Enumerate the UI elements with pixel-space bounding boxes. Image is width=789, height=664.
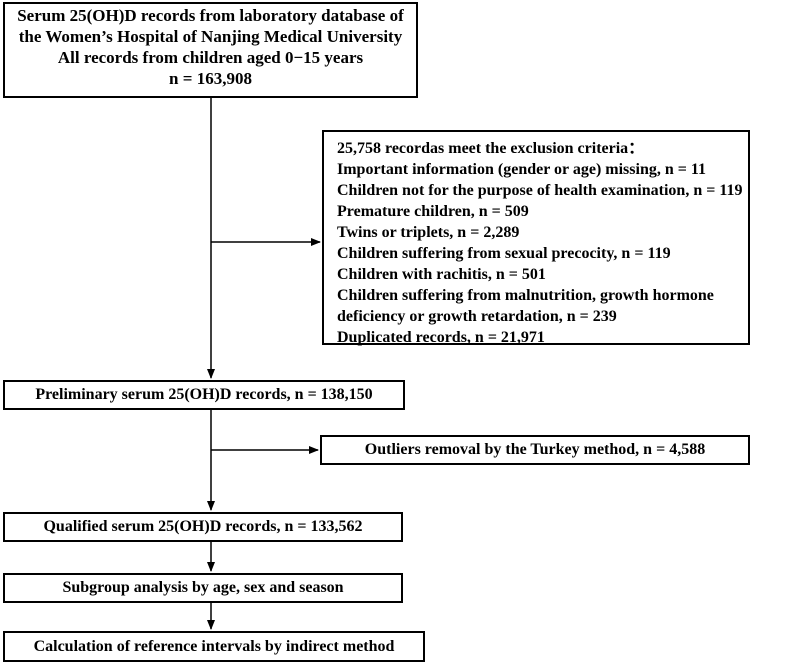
preliminary-records-box: Preliminary serum 25(OH)D records, n = 1… xyxy=(3,380,405,410)
exclusion-item: Children suffering from sexual precocity… xyxy=(337,245,671,262)
calculation-box: Calculation of reference intervals by in… xyxy=(3,631,425,662)
exclusion-item: Children not for the purpose of health e… xyxy=(337,182,743,199)
subgroup-text: Subgroup analysis by age, sex and season xyxy=(62,579,344,596)
exclusion-item: Children with rachitis, n = 501 xyxy=(337,266,546,283)
source-line-3: All records from children aged 0−15 year… xyxy=(57,48,364,67)
subgroup-analysis-box: Subgroup analysis by age, sex and season xyxy=(3,573,403,603)
exclusion-item: Important information (gender or age) mi… xyxy=(337,161,706,178)
source-line-1: Serum 25(OH)D records from laboratory da… xyxy=(17,6,404,25)
outliers-text: Outliers removal by the Turkey method, n… xyxy=(364,441,706,458)
exclusion-item: Duplicated records, n = 21,971 xyxy=(337,329,545,346)
source-line-2: the Women’s Hospital of Nanjing Medical … xyxy=(18,27,403,46)
exclusion-item: Twins or triplets, n = 2,289 xyxy=(337,224,520,241)
source-line-4: n = 163,908 xyxy=(169,69,252,88)
outliers-removal-box: Outliers removal by the Turkey method, n… xyxy=(320,435,750,465)
calculation-text: Calculation of reference intervals by in… xyxy=(33,638,395,655)
exclusion-heading: 25,758 recordas meet the exclusion crite… xyxy=(337,140,645,157)
qualified-records-box: Qualified serum 25(OH)D records, n = 133… xyxy=(3,512,403,542)
preliminary-text: Preliminary serum 25(OH)D records, n = 1… xyxy=(35,386,373,403)
exclusion-item: deficiency or growth retardation, n = 23… xyxy=(337,308,617,325)
qualified-text: Qualified serum 25(OH)D records, n = 133… xyxy=(43,518,363,535)
exclusion-criteria-box: 25,758 recordas meet the exclusion crite… xyxy=(322,130,750,346)
exclusion-item: Children suffering from malnutrition, gr… xyxy=(337,287,714,304)
source-records-box: Serum 25(OH)D records from laboratory da… xyxy=(3,2,418,98)
exclusion-item: Premature children, n = 509 xyxy=(337,203,529,220)
